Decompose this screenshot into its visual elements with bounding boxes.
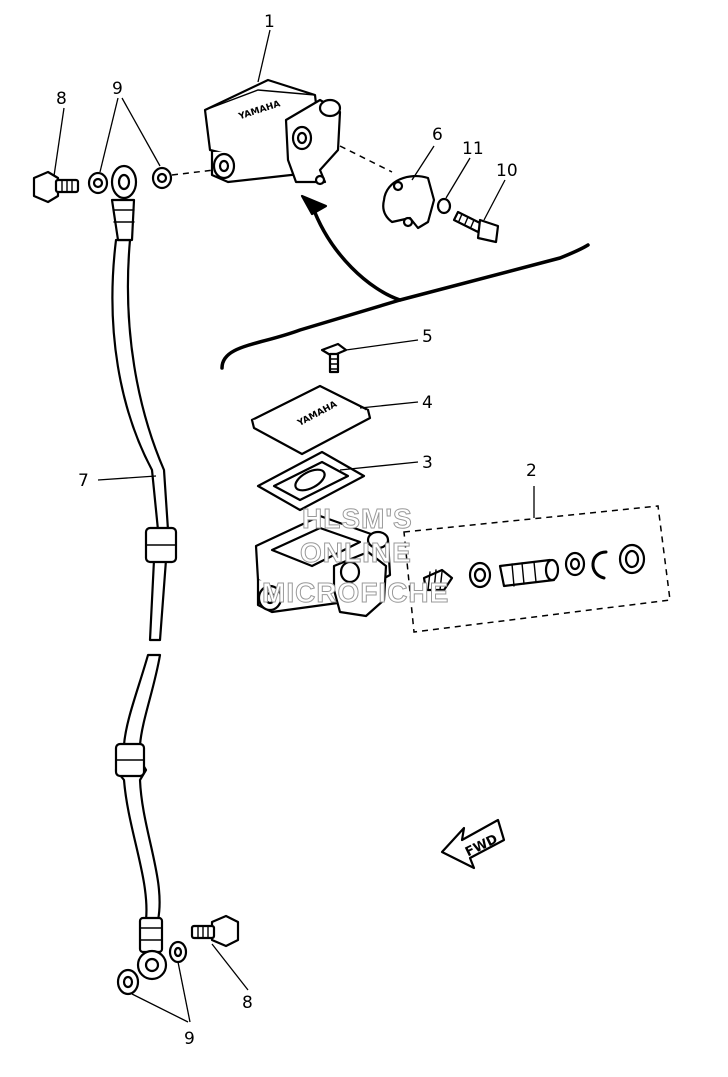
leader-3 [339,461,419,471]
callout-7: 7 [78,471,89,491]
callout-6: 6 [432,125,443,145]
callout-2: 2 [526,461,537,481]
watermark-line-3: MICROFICHE [262,577,449,608]
brake-hose [110,164,178,981]
crush-washer-bottom-right-hole [173,946,183,958]
bracket-bolt [452,210,500,244]
leader-7 [97,475,157,481]
union-bolt-top [32,170,80,204]
dust-boot [618,543,646,575]
cap-screw [320,342,348,374]
diaphragm [256,450,366,512]
assembly-line-bracket [339,145,393,173]
crush-washer-bottom-left-hole [122,975,134,989]
callout-3: 3 [422,453,433,473]
leader-9-top-b [121,97,161,167]
callout-10: 10 [496,161,518,181]
callout-8-top: 8 [56,89,67,109]
callout-5: 5 [422,327,433,347]
leader-9-top-a [99,97,119,173]
leader-8-top [53,107,65,177]
bracket-washer [436,197,452,215]
master-cylinder-body [254,514,392,618]
secondary-cup [564,551,586,577]
crush-washer-top-left-hole [92,177,104,189]
leader-8-bottom [211,943,249,991]
master-cylinder-bracket [382,174,436,230]
circlip [591,550,608,580]
exploded-view-arrow [310,203,402,302]
leader-6 [411,145,435,181]
callout-4: 4 [422,393,433,413]
crush-washer-top-right-hole [156,172,168,184]
callout-11: 11 [462,139,484,159]
reservoir-cap [250,384,372,456]
callout-9-top: 9 [112,79,123,99]
union-bolt-bottom [190,914,240,948]
primary-cup [468,561,492,589]
exploded-view-arrowhead [300,194,328,216]
leader-4 [359,401,419,409]
cylinder-kit-boundary [403,505,671,633]
piston [498,558,560,588]
leader-11 [445,157,471,199]
leader-10 [483,179,506,221]
callout-9-bottom: 9 [184,1029,195,1049]
fwd-direction-badge [440,818,506,870]
master-cylinder-assy [203,78,342,186]
callout-1: 1 [264,12,275,32]
leader-9-bottom-b [177,961,191,1023]
piston-spring [422,568,454,592]
assembly-line-top [171,169,215,176]
leader-1 [257,29,271,83]
leader-5 [345,339,419,351]
watermark-line-1: HLSM'S [302,503,413,534]
leader-9-bottom-a [131,993,189,1023]
watermark-line-2: ONLINE [300,537,412,568]
callout-8-bottom: 8 [242,993,253,1013]
exploded-view-brace [220,243,590,370]
